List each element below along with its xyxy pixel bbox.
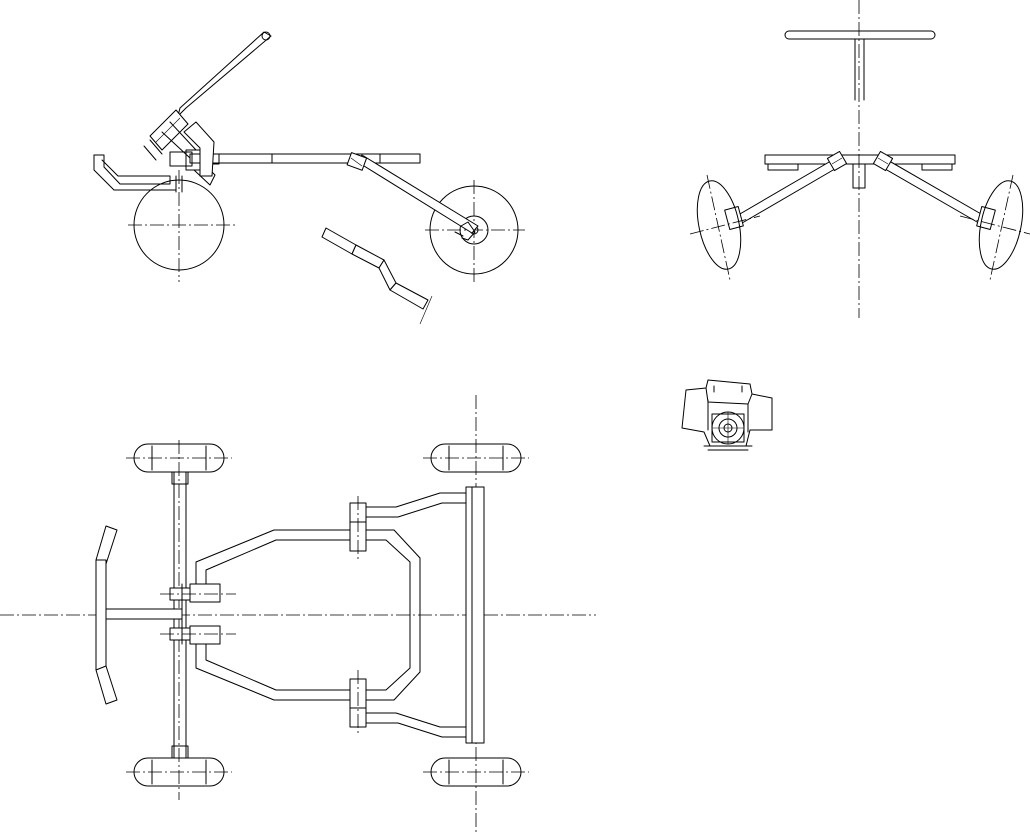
rear-wheel-side (128, 170, 238, 282)
seat-bracket-side (93, 149, 220, 193)
rear-hub-top (160, 583, 236, 645)
front-crossbar-top (465, 486, 485, 744)
front-arms-top (365, 492, 467, 738)
frame-loop-top (195, 529, 421, 701)
bent-tube-part (321, 227, 433, 325)
top-view (0, 395, 596, 835)
frame-cross-front (764, 154, 956, 189)
front-view (689, 0, 1030, 318)
seat-top (95, 525, 183, 705)
engine-detail (681, 379, 773, 451)
wheel-top-front-right (423, 757, 529, 787)
wheel-top-rear-right (126, 757, 232, 787)
front-fork-side (346, 152, 479, 241)
left-leg-front (724, 150, 848, 230)
right-leg-front (872, 150, 996, 230)
left-wheel-front (689, 174, 761, 281)
side-view (93, 31, 525, 325)
handlebar-front (784, 30, 936, 101)
wheel-top-front-left (423, 443, 529, 473)
handle-lever-side (143, 31, 272, 177)
right-wheel-front (959, 174, 1030, 281)
front-wheel-side (425, 180, 525, 282)
frame-joints-top (349, 496, 367, 734)
frame-rail-side (189, 153, 421, 164)
